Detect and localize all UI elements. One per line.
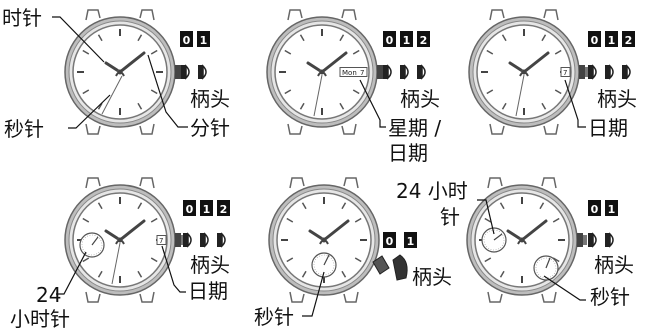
crown-in [372, 255, 390, 275]
watch-6: 0 1 24 小时 针 柄头 秒针 [396, 178, 634, 309]
date-window-text: 7 [360, 69, 364, 77]
hour-hand-leader [52, 16, 105, 63]
day-date-label: 星期 / [388, 116, 441, 140]
crown-label: 柄头 [400, 87, 440, 111]
date-leader [161, 245, 186, 293]
crown-label: 柄头 [412, 265, 452, 289]
position-0-label: 0 [591, 203, 599, 216]
day-date-window [339, 67, 368, 77]
crown-label: 柄头 [190, 87, 230, 111]
hour24-label-1: 24 小时 [396, 179, 468, 203]
hour24-leader [477, 199, 495, 235]
second-hand-leader [302, 271, 325, 317]
watch-5: 0 1 秒针 柄头 [254, 178, 452, 329]
watch-4-case: 7 [65, 178, 185, 302]
crown-positions-3: 0 1 2 [587, 31, 635, 80]
watch-5-case [269, 178, 379, 302]
position-1-label: 1 [200, 34, 208, 47]
date-label: 日期 [588, 116, 628, 140]
day-window-text: Mon [342, 69, 357, 77]
second-hand-leader [543, 275, 586, 301]
second-hand-leader [68, 94, 111, 129]
position-1-label: 1 [608, 203, 616, 216]
hour-hand-label: 时针 [2, 6, 42, 30]
watch-3-case: 7 [469, 10, 589, 134]
crown-positions-1: 0 1 [180, 31, 210, 80]
crown-label: 柄头 [597, 87, 637, 111]
position-1-label: 1 [608, 34, 616, 47]
date-label: 日期 [188, 279, 228, 303]
crown-positions-2: 0 1 2 [382, 31, 430, 80]
watch-2: Mon 7 0 1 2 柄头 星期 / 日期 [267, 10, 441, 165]
position-1-label: 1 [407, 235, 415, 248]
hour24-leader [56, 251, 87, 295]
hour24-label-2: 小时针 [10, 307, 70, 331]
minute-hand-leader [147, 54, 188, 128]
date-window [560, 67, 571, 77]
crown-label: 柄头 [594, 253, 634, 277]
second-hand-label: 秒针 [4, 117, 44, 141]
position-1-label: 1 [203, 203, 211, 216]
day-date-leader [359, 79, 386, 128]
crown-positions-6: 0 1 [587, 200, 618, 248]
minute-hand-label: 分针 [190, 116, 230, 140]
watch-1-case [65, 10, 185, 134]
watch-4: 7 0 1 2 24 小时针 柄头 日期 [10, 178, 230, 331]
watch-1: 0 1 时针 秒针 分针 柄头 [2, 6, 230, 141]
position-2-label: 2 [625, 34, 633, 47]
crown-positions-5: 0 1 [372, 232, 417, 281]
position-2-label: 2 [220, 203, 228, 216]
position-0-label: 0 [186, 203, 194, 216]
hour24-label-1: 24 [36, 283, 61, 307]
second-hand-label: 秒针 [590, 285, 630, 309]
hour24-label-2: 针 [440, 205, 460, 229]
position-0-label: 0 [386, 34, 394, 47]
date-window-text: 7 [159, 237, 163, 245]
date-leader [564, 79, 586, 128]
date-window [156, 235, 167, 245]
crown-out [392, 254, 408, 281]
day-date-label-2: 日期 [388, 141, 428, 165]
crown-positions-4: 0 1 2 [182, 200, 230, 248]
crown-label: 柄头 [190, 253, 230, 277]
second-hand-label: 秒针 [254, 305, 294, 329]
watch-3: 7 0 1 2 柄头 日期 [469, 10, 637, 140]
position-2-label: 2 [420, 34, 428, 47]
position-1-label: 1 [403, 34, 411, 47]
watch-6-case [467, 178, 587, 302]
watch-2-case: Mon 7 [267, 10, 387, 134]
position-0-label: 0 [183, 34, 191, 47]
position-0-label: 0 [591, 34, 599, 47]
position-0-label: 0 [386, 235, 394, 248]
date-window-text: 7 [563, 69, 567, 77]
